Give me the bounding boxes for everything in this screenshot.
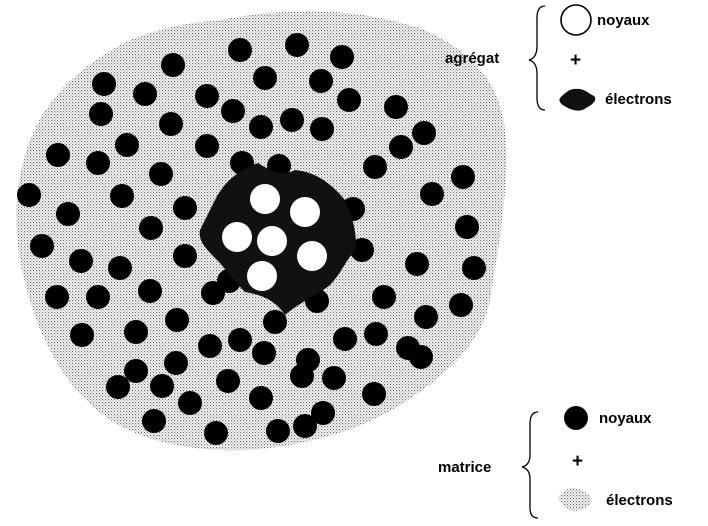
matrix-nucleus <box>124 320 148 344</box>
matrix-nucleus <box>89 102 113 126</box>
legend-matrice-nucleus-icon <box>564 406 588 430</box>
cluster-nucleus <box>290 197 320 227</box>
matrix-nucleus <box>201 281 225 305</box>
legend-agregat-label: agrégat <box>445 50 499 67</box>
legend-matrice-label: matrice <box>438 459 491 476</box>
matrix-nucleus <box>266 419 290 443</box>
cluster-nucleus <box>257 226 287 256</box>
matrix-nucleus <box>110 184 134 208</box>
matrix-nucleus <box>195 84 219 108</box>
matrix-nucleus <box>173 196 197 220</box>
matrix-nucleus <box>70 323 94 347</box>
matrix-nucleus <box>216 369 240 393</box>
matrix-nucleus <box>290 364 314 388</box>
matrix-nucleus <box>45 285 69 309</box>
matrix-nucleus <box>149 162 173 186</box>
matrix-nucleus <box>362 382 386 406</box>
matrix-nucleus <box>333 327 357 351</box>
cluster-nucleus <box>297 241 327 271</box>
matrix-nucleus <box>285 33 309 57</box>
matrix-nucleus <box>138 279 162 303</box>
matrix-nucleus <box>409 345 433 369</box>
legend-matrice-electron-icon <box>558 488 592 511</box>
matrix-nucleus <box>56 202 80 226</box>
matrix-nucleus <box>462 256 486 280</box>
matrix-nucleus <box>249 115 273 139</box>
matrix-nucleus <box>249 386 273 410</box>
matrix-nucleus <box>337 88 361 112</box>
matrix-nucleus <box>372 285 396 309</box>
matrix-nucleus <box>30 234 54 258</box>
matrix-nucleus <box>86 285 110 309</box>
cluster-nucleus <box>250 184 280 214</box>
matrix-nucleus <box>204 421 228 445</box>
cluster-nucleus <box>222 222 252 252</box>
matrix-nucleus <box>309 69 333 93</box>
matrix-nucleus <box>173 244 197 268</box>
legend-matrice-item1: noyaux <box>599 410 652 427</box>
matrix-nucleus <box>280 108 304 132</box>
matrix-nucleus <box>178 391 202 415</box>
matrix-nucleus <box>108 256 132 280</box>
matrix-nucleus <box>228 328 252 352</box>
legend-agregat-plus: + <box>570 50 581 71</box>
legend-matrice-brace <box>522 412 538 518</box>
matrix-nucleus <box>86 151 110 175</box>
cluster-nucleus <box>247 261 277 291</box>
matrix-nucleus <box>161 53 185 77</box>
matrix-nucleus <box>252 341 276 365</box>
matrix-nucleus <box>449 293 473 317</box>
matrix-nucleus <box>228 38 252 62</box>
matrix-nucleus <box>253 66 277 90</box>
matrix-nucleus <box>322 366 346 390</box>
matrix-nucleus <box>221 99 245 123</box>
matrix-nucleus <box>124 359 148 383</box>
matrix-nucleus <box>115 133 139 157</box>
matrix-nucleus <box>384 95 408 119</box>
matrix-nucleus <box>330 45 354 69</box>
matrix-nucleus <box>405 252 429 276</box>
matrix-nucleus <box>17 183 41 207</box>
matrix-nucleus <box>364 322 388 346</box>
legend-matrice-item2: électrons <box>606 492 673 509</box>
matrix-nucleus <box>69 249 93 273</box>
matrix-nucleus <box>139 216 163 240</box>
matrix-nucleus <box>420 182 444 206</box>
legend-matrice: matrice noyaux + électrons <box>438 406 673 518</box>
matrix-nucleus <box>150 374 174 398</box>
matrix-nucleus <box>165 308 189 332</box>
legend-agregat-item1: noyaux <box>597 12 650 29</box>
legend-agregat-item2: électrons <box>605 91 672 108</box>
legend-agregat-nucleus-icon <box>561 5 591 35</box>
matrix-nucleus <box>414 305 438 329</box>
matrix-nucleus <box>142 409 166 433</box>
matrix-nucleus <box>195 134 219 158</box>
matrix-nucleus <box>133 82 157 106</box>
matrix-nucleus <box>455 215 479 239</box>
matrix-nucleus <box>310 117 334 141</box>
matrix-nucleus <box>159 112 183 136</box>
matrix-nucleus <box>293 414 317 438</box>
legend-agregat-brace <box>529 6 545 110</box>
legend-matrice-plus: + <box>572 451 583 472</box>
matrix-nucleus <box>389 135 413 159</box>
matrix-nucleus <box>198 334 222 358</box>
matrix-nucleus <box>106 375 130 399</box>
matrix-nucleus <box>46 143 70 167</box>
matrix-nucleus <box>164 351 188 375</box>
matrix-nucleus <box>451 165 475 189</box>
matrix-nucleus <box>412 121 436 145</box>
matrix-nucleus <box>92 72 116 96</box>
legend-agregat-electron-icon <box>559 89 595 111</box>
matrix-nucleus <box>363 155 387 179</box>
matrix-nucleus <box>263 310 287 334</box>
